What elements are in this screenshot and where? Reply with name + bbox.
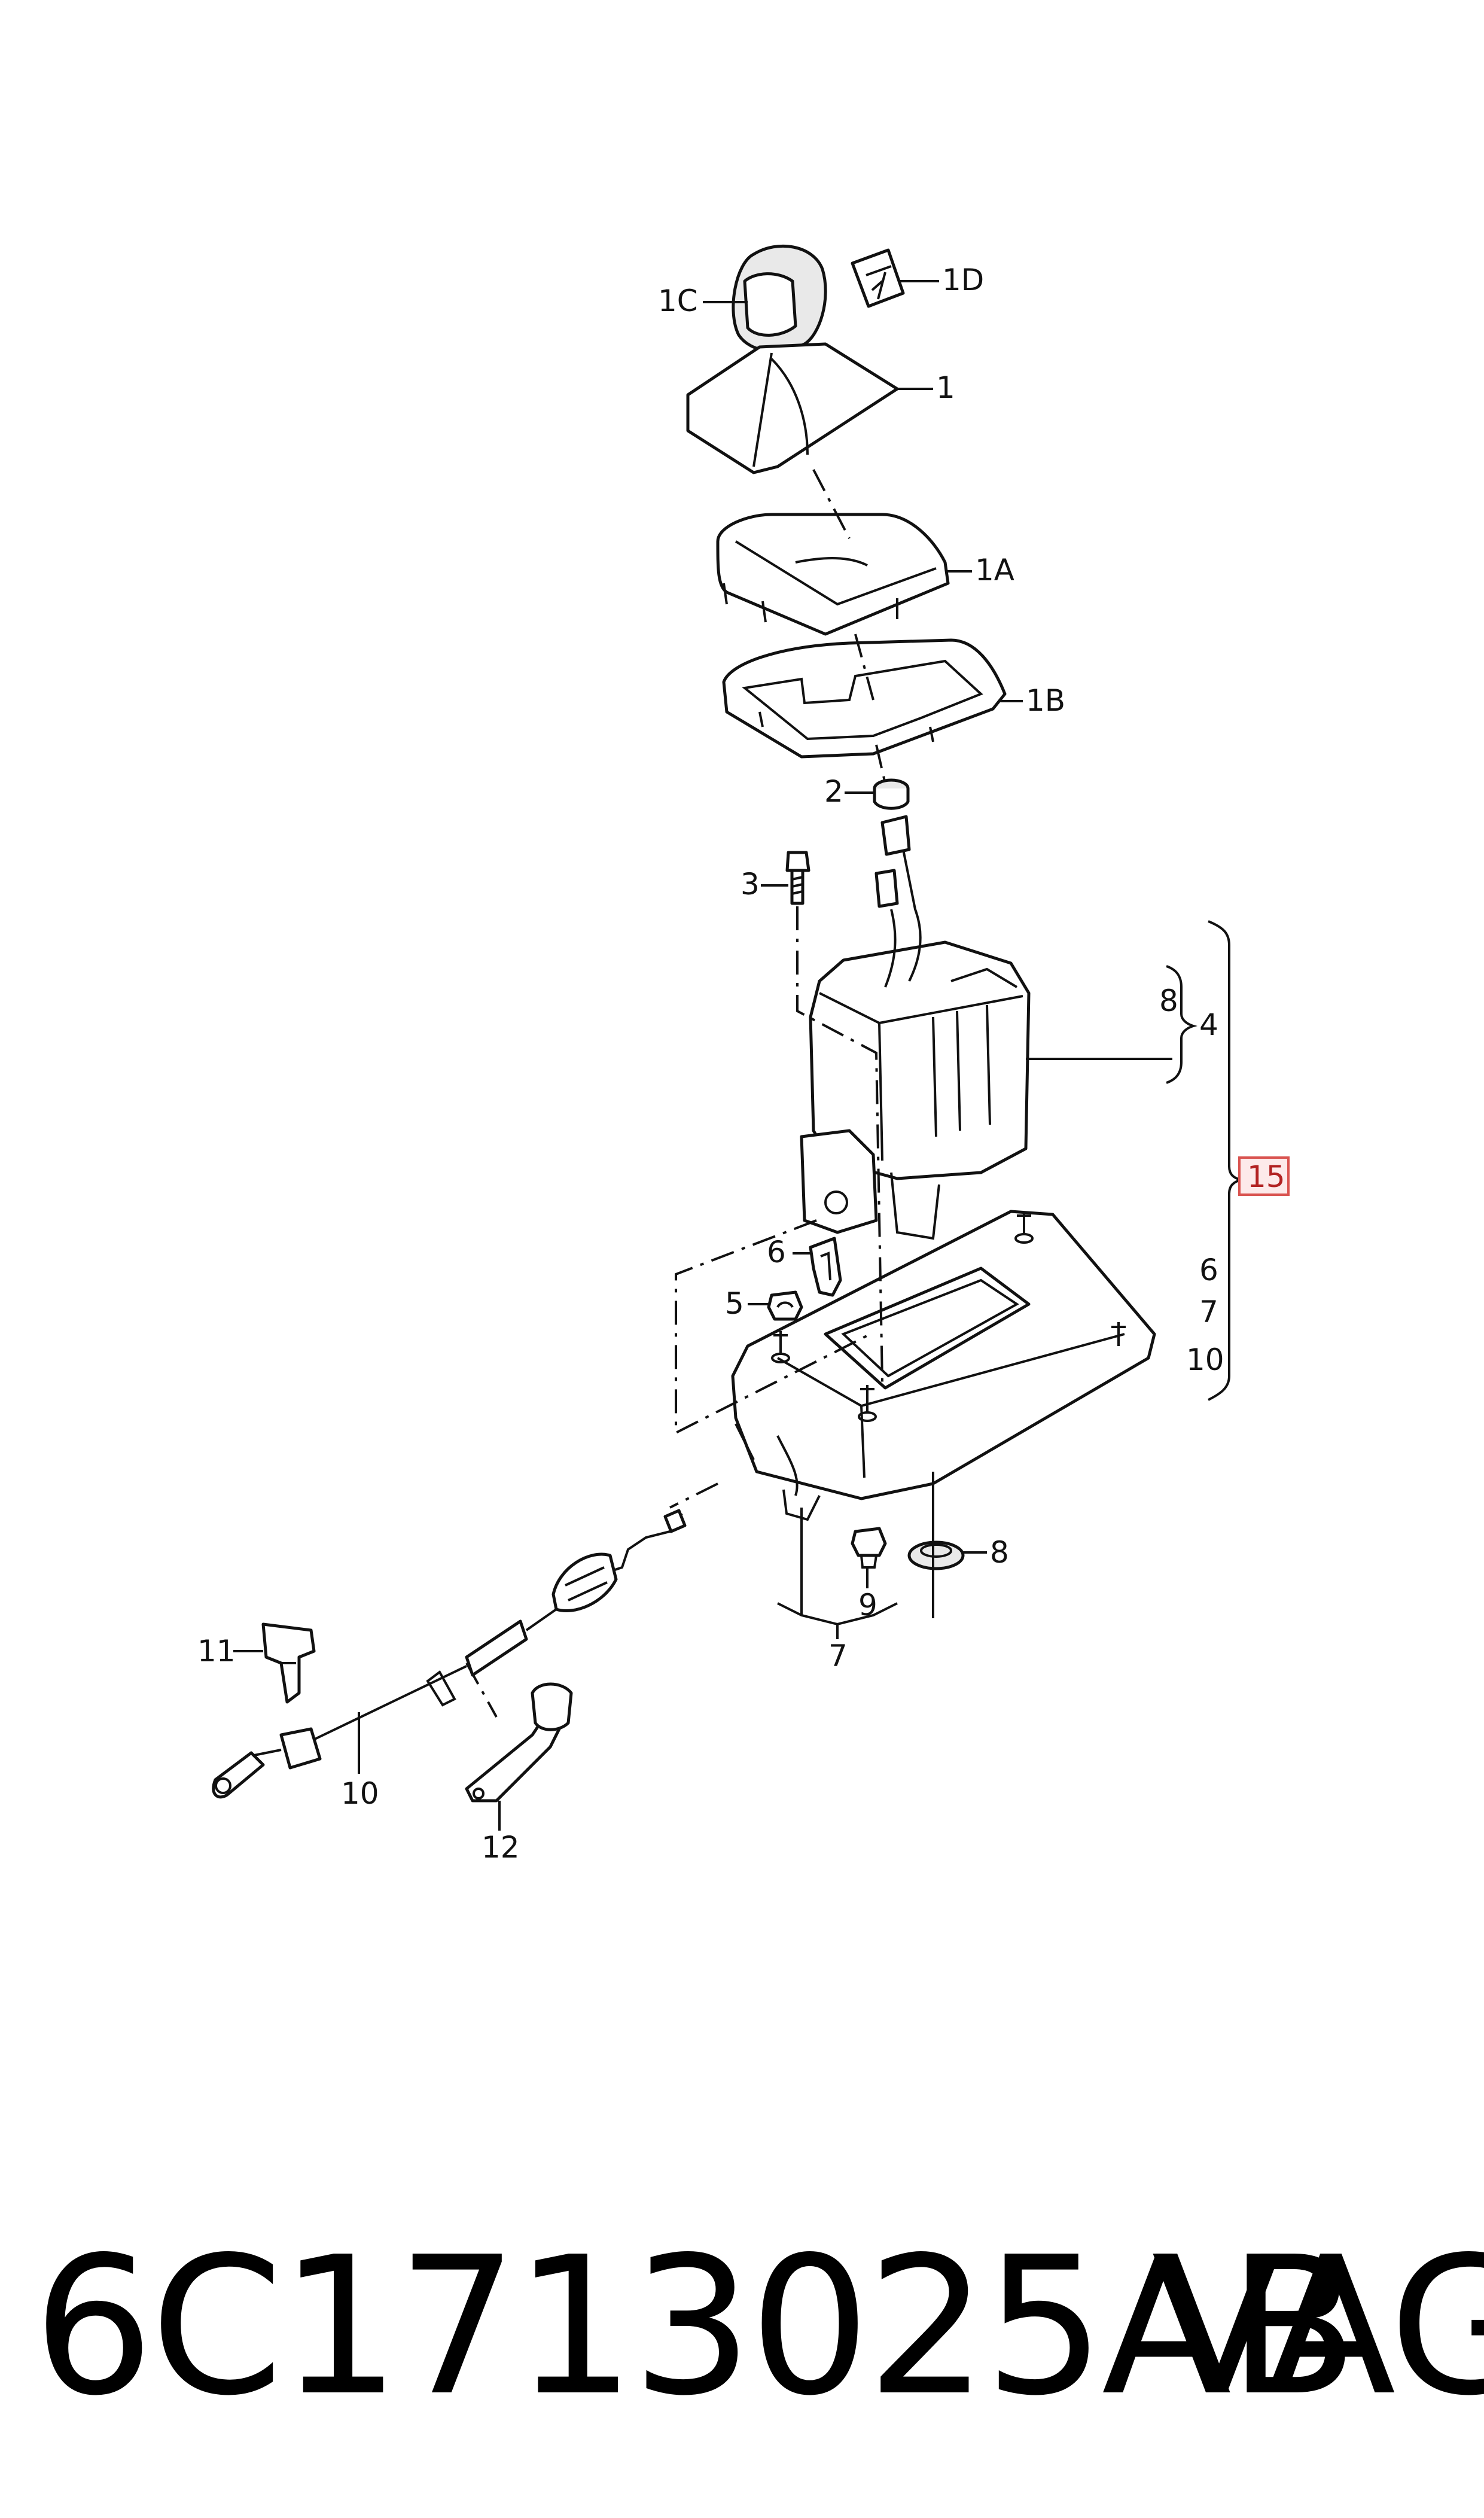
shift-knob-part-1C [732,244,827,374]
callout-3: 3 [741,867,760,902]
callout-7-bottom: 7 [828,1639,848,1673]
callout-2: 2 [824,774,843,809]
callout-15: 15 [1247,1159,1285,1194]
alignment-line-bolt [796,906,883,1383]
callout-10-bottom: 10 [341,1776,379,1811]
bolt-part-3 [785,851,810,905]
selector-mechanism-part-4 [800,815,1031,1240]
callout-12: 12 [482,1830,520,1865]
callout-6-right: 6 [1199,1253,1218,1287]
callout-8-brace: 8 [1159,984,1178,1018]
callout-6-left: 6 [767,1235,786,1269]
part-number-caption: 6C1713025AB [33,2216,1358,2437]
trim-frame-part-1B [722,638,1007,759]
callout-1C: 1C [658,284,698,318]
base-housing-part-7 [731,1210,1156,1521]
retaining-clip-part-11 [261,1622,316,1704]
bush-part-2 [873,778,910,810]
manufacturer-caption: VAG [1151,2216,1484,2437]
callout-11: 11 [197,1634,236,1668]
nut-part-5 [767,1290,803,1321]
callout-1: 1 [936,370,955,405]
callout-1B: 1B [1026,683,1065,718]
alignment-line-cover [854,634,874,701]
callout-1D: 1D [942,263,984,297]
alignment-line-bracket [465,1663,498,1718]
callout-10-right: 10 [1186,1342,1224,1377]
brace-group-4 [1166,965,1197,1084]
callout-1A: 1A [975,553,1014,587]
grommet-part-8 [907,1540,965,1570]
clip-part-6 [809,1237,842,1297]
alignment-line-frame [875,744,886,784]
shift-pattern-insert-part-1D [851,248,905,308]
callout-5: 5 [725,1286,744,1321]
nut-part-9 [851,1527,887,1569]
bracket-part-12 [465,1682,573,1803]
alignment-line-cable-end [669,1482,718,1509]
alignment-line-cable [675,1219,871,1435]
callout-4: 4 [1199,1007,1218,1042]
callout-7-right: 7 [1199,1295,1218,1329]
trim-cover-part-1A [716,513,950,636]
callout-15-box: 15 [1238,1156,1290,1196]
shift-cable-part-10 [212,1509,687,1799]
callout-8-bottom: 8 [990,1535,1009,1570]
shift-boot-part-1 [686,342,899,474]
leader-7-bracket [777,1472,934,1639]
callout-9: 9 [858,1588,877,1622]
alignment-line-boot [812,469,851,539]
